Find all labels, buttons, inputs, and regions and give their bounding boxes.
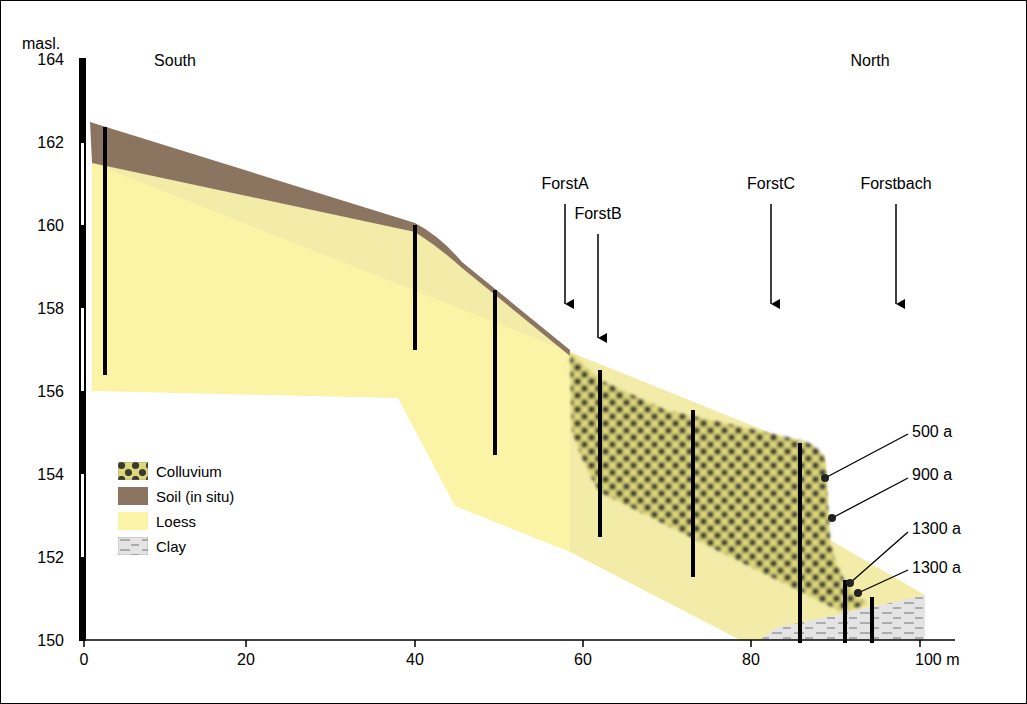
y-tick-label: 158 xyxy=(37,301,64,317)
age-label: 1300 a xyxy=(912,521,961,537)
y-tick-label: 154 xyxy=(37,467,64,483)
colluvium-body xyxy=(570,352,868,612)
y-tick-label: 164 xyxy=(37,52,64,68)
y-tick-label: 150 xyxy=(37,633,64,649)
x-tick-label: 60 xyxy=(574,652,592,668)
x-tick-label: 0 xyxy=(80,652,89,668)
y-tick-label: 156 xyxy=(37,384,64,400)
boreholes xyxy=(105,127,872,643)
clay-body xyxy=(760,595,925,640)
legend-swatch xyxy=(118,462,148,480)
age-label: 900 a xyxy=(912,467,952,483)
y-tick-label: 160 xyxy=(37,218,64,234)
x-axis xyxy=(84,639,955,641)
soil-layer xyxy=(90,122,570,356)
legend-row: Loess xyxy=(118,512,196,530)
y-tick-label: 152 xyxy=(37,550,64,566)
direction-label: South xyxy=(154,53,196,69)
legend-text: Soil (in situ) xyxy=(156,488,234,505)
age-label: 500 a xyxy=(912,424,952,440)
site-label: ForstB xyxy=(574,206,621,222)
x-tick-label: 100 m xyxy=(915,652,959,668)
location-arrows xyxy=(565,204,896,338)
scale-bar xyxy=(79,58,86,641)
sample-dots xyxy=(821,474,862,597)
legend-swatch xyxy=(118,487,148,505)
x-tick-label: 40 xyxy=(406,652,424,668)
x-tick-label: 80 xyxy=(742,652,760,668)
site-label: Forstbach xyxy=(860,176,931,192)
legend-text: Colluvium xyxy=(156,463,222,480)
age-leaders xyxy=(825,434,908,593)
legend-row: Colluvium xyxy=(118,462,222,480)
legend-text: Loess xyxy=(156,513,196,530)
legend-swatch xyxy=(118,512,148,530)
legend-row: Clay xyxy=(118,537,186,555)
x-tick-label: 20 xyxy=(237,652,255,668)
legend-row: Soil (in situ) xyxy=(118,487,234,505)
site-label: ForstC xyxy=(747,176,795,192)
legend-text: Clay xyxy=(156,538,186,555)
y-tick-label: 162 xyxy=(37,135,64,151)
axis-title: masl. xyxy=(22,36,60,52)
legend-swatch xyxy=(118,537,148,555)
site-label: ForstA xyxy=(541,176,588,192)
age-label: 1300 a xyxy=(912,560,961,576)
direction-label: North xyxy=(850,53,889,69)
